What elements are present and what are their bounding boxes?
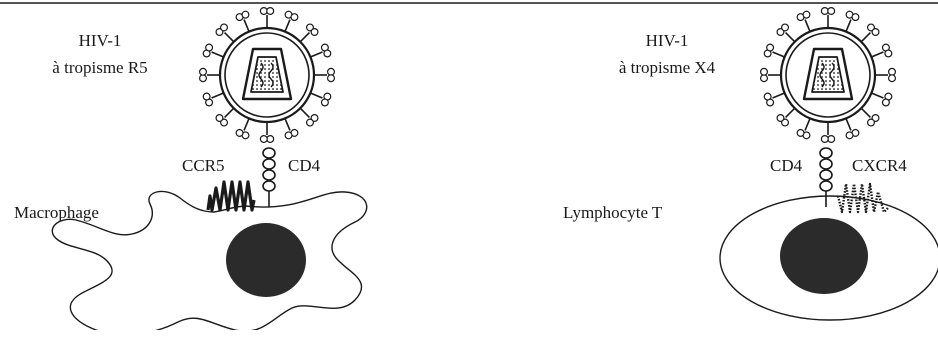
left-panel: HIV-1 à tropisme R5 CCR5 CD4 Macrophage — [14, 8, 367, 335]
cd4-receptor — [820, 148, 832, 207]
virus-label-r5-line2: à tropisme R5 — [52, 58, 147, 77]
caption-strip — [0, 330, 938, 338]
virus-icon — [200, 8, 335, 143]
macrophage-label: Macrophage — [14, 203, 99, 222]
cd4-receptor — [263, 148, 275, 207]
virus-label-x4-line1: HIV-1 — [646, 31, 689, 50]
virus-icon — [761, 8, 896, 143]
virus-label-r5-line1: HIV-1 — [79, 31, 122, 50]
cd4-label-right: CD4 — [770, 156, 803, 175]
lymphocyte-label: Lymphocyte T — [563, 203, 663, 222]
cd4-label-left: CD4 — [288, 156, 321, 175]
right-panel: HIV-1 à tropisme X4 CD4 CXCR4 Lymphocyte… — [563, 8, 938, 320]
nucleus-icon — [780, 218, 868, 294]
ccr5-label: CCR5 — [182, 156, 225, 175]
nucleus-icon — [226, 223, 306, 297]
cxcr4-label: CXCR4 — [852, 156, 907, 175]
virus-label-x4-line2: à tropisme X4 — [619, 58, 716, 77]
macrophage-cell-icon — [52, 191, 366, 334]
